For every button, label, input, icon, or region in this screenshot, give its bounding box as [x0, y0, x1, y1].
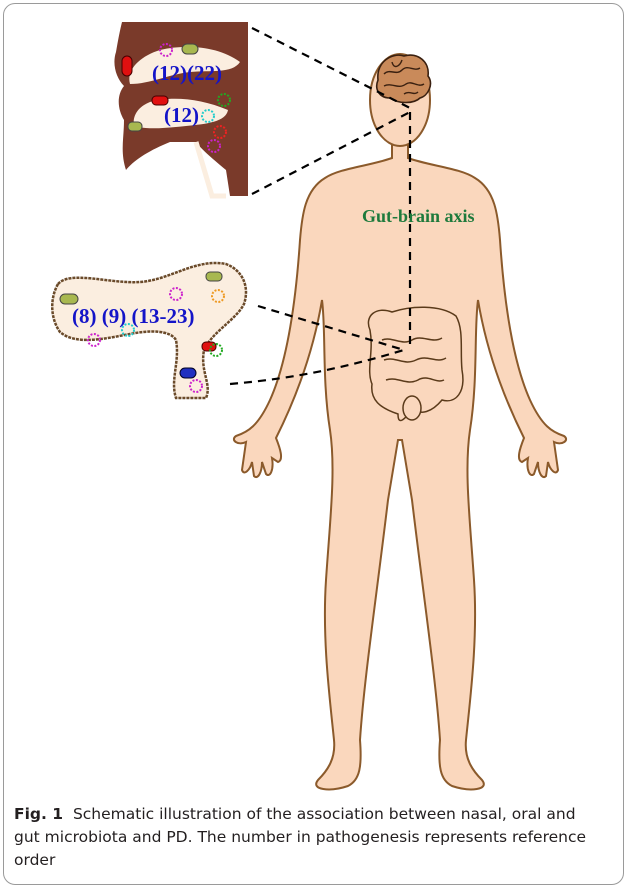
caption-text: Schematic illustration of the associatio… — [14, 805, 586, 869]
human-body — [234, 54, 566, 789]
axis-label: Gut-brain axis — [362, 206, 475, 226]
oral-refs-label: (12) — [164, 103, 199, 127]
figure-caption: Fig. 1 Schematic illustration of the ass… — [14, 803, 604, 872]
gut-refs-label: (8) (9) (13-23) — [72, 304, 194, 328]
figure-label: Fig. 1 — [14, 805, 63, 823]
brain-icon — [377, 55, 431, 102]
gut-section-panel — [52, 263, 246, 398]
figure-diagram: Gut-brain axis (12)(22) (12) (8) (9) (13… — [0, 0, 629, 800]
nasal-refs-label: (12)(22) — [152, 61, 222, 85]
